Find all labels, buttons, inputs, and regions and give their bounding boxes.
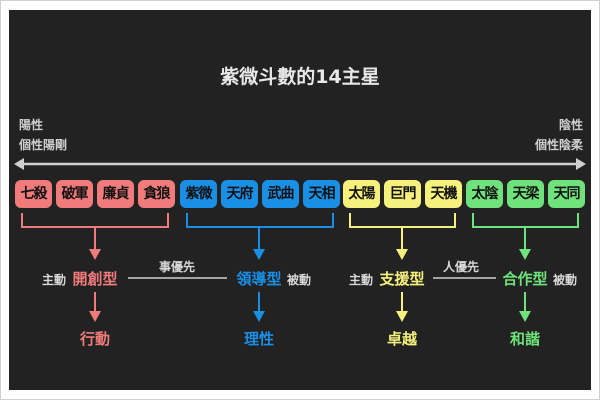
trait-label-red: 行動 xyxy=(79,330,110,348)
trait-label-green: 和諧 xyxy=(509,330,540,348)
star-red-2: 廉貞 xyxy=(97,180,134,208)
right-axis-sublabel: 個性陰柔 xyxy=(534,138,583,152)
group-bracket-blue xyxy=(186,213,334,228)
down-arrow-icon xyxy=(396,249,408,260)
left-axis-label: 陽性 xyxy=(19,118,44,132)
star-blue-2: 武曲 xyxy=(262,180,299,208)
connector-label-things-first: 事優先 xyxy=(159,260,196,274)
group-bracket-red xyxy=(21,213,169,228)
passive-note: 被動 xyxy=(553,273,578,287)
star-red-1: 破軍 xyxy=(56,180,93,208)
down-arrow-icon xyxy=(253,311,265,322)
down-arrow-icon xyxy=(396,311,408,322)
trait-label-blue: 理性 xyxy=(243,330,274,348)
left-arrow-icon xyxy=(14,158,24,170)
trait-label-yellow: 卓越 xyxy=(386,330,417,348)
down-arrow-icon xyxy=(89,249,101,260)
type-label-blue: 領導型 xyxy=(236,270,282,288)
down-arrow-icon xyxy=(253,249,265,260)
star-red-3: 貪狼 xyxy=(138,180,175,208)
right-axis-label: 陰性 xyxy=(558,118,583,132)
active-note: 主動 xyxy=(42,273,67,287)
type-label-yellow: 支援型 xyxy=(379,270,425,288)
right-arrow-icon xyxy=(576,158,586,170)
star-red-0: 七殺 xyxy=(15,180,52,208)
down-arrow-icon xyxy=(519,311,531,322)
star-green-1: 天梁 xyxy=(507,180,544,208)
star-yellow-0: 太陽 xyxy=(343,180,380,208)
group-bracket-green xyxy=(472,213,579,228)
star-blue-0: 紫微 xyxy=(180,180,217,208)
connector-label-people-first: 人優先 xyxy=(443,260,480,274)
star-blue-1: 天府 xyxy=(221,180,258,208)
star-yellow-2: 天機 xyxy=(425,180,462,208)
type-label-red: 開創型 xyxy=(72,270,118,288)
active-note: 主動 xyxy=(349,273,374,287)
diagram-title: 紫微斗數的14主星 xyxy=(220,66,380,88)
type-label-green: 合作型 xyxy=(502,270,548,288)
down-arrow-icon xyxy=(89,311,101,322)
passive-note: 被動 xyxy=(287,273,312,287)
left-axis-sublabel: 個性陽剛 xyxy=(19,138,68,152)
star-yellow-1: 巨門 xyxy=(384,180,421,208)
group-bracket-yellow xyxy=(349,213,456,228)
star-green-0: 太陰 xyxy=(466,180,503,208)
star-blue-3: 天相 xyxy=(303,180,340,208)
down-arrow-icon xyxy=(519,249,531,260)
star-green-2: 天同 xyxy=(548,180,585,208)
